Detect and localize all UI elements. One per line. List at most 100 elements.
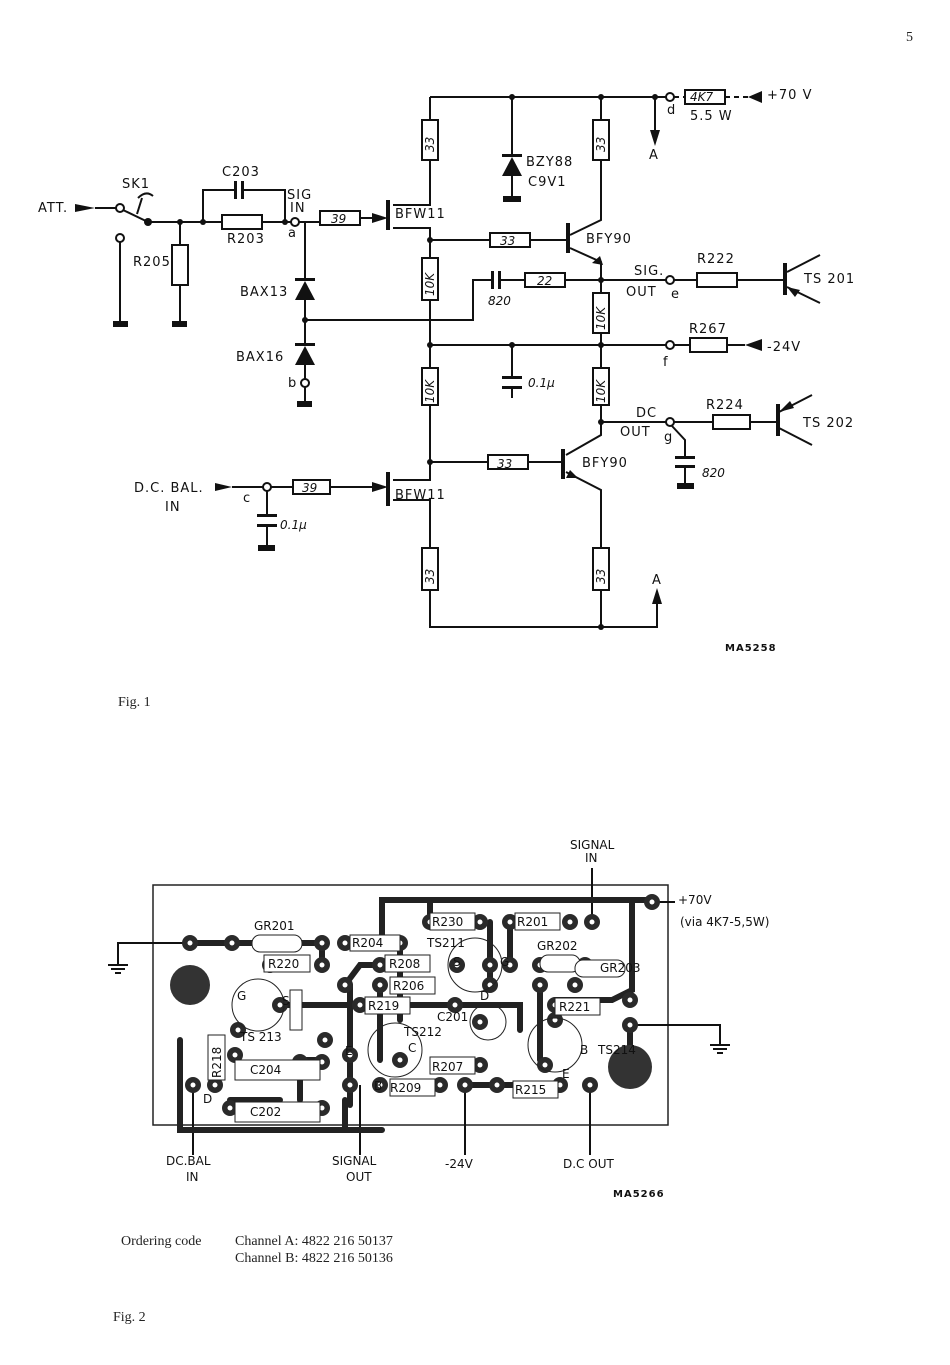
pad-hole bbox=[319, 1059, 325, 1065]
resistor-10k-3 bbox=[592, 292, 610, 334]
label-minus24v: -24V bbox=[767, 340, 801, 355]
resistor-33-top-left bbox=[421, 119, 439, 161]
pad-hole bbox=[627, 1022, 633, 1028]
label-10k-4: 10K bbox=[594, 379, 608, 403]
ground-right-icon bbox=[710, 1044, 730, 1054]
label-r209: R209 bbox=[390, 1081, 421, 1095]
label-ts213: TS 213 bbox=[239, 1030, 282, 1044]
pad-hole bbox=[229, 940, 235, 946]
label-r33-bottom-right: 33 bbox=[594, 569, 608, 584]
pin-label-s: S bbox=[282, 994, 290, 1008]
drawing-code-fig1: MA5258 bbox=[725, 643, 777, 654]
pad-hole bbox=[542, 1062, 548, 1068]
label-dc-bal-in: IN bbox=[186, 1170, 199, 1184]
pad-hole bbox=[319, 1105, 325, 1111]
resistor-22 bbox=[524, 272, 566, 288]
label-signal-in: SIGNAL bbox=[570, 838, 615, 852]
pad-hole bbox=[232, 1052, 238, 1058]
pad-hole bbox=[649, 899, 655, 905]
ground-symbols bbox=[113, 196, 694, 551]
label-r207: R207 bbox=[432, 1060, 463, 1074]
label-ts211: TS211 bbox=[426, 936, 465, 950]
pad-hole bbox=[212, 1082, 218, 1088]
label-dc-out-2: OUT bbox=[620, 425, 651, 440]
component-bodies bbox=[207, 912, 626, 1123]
sk1-switch-icon bbox=[136, 192, 154, 215]
label-r201: R201 bbox=[517, 915, 548, 929]
resistor-r205 bbox=[171, 244, 189, 286]
label-r33-top-right: 33 bbox=[594, 137, 608, 152]
pad-hole bbox=[557, 1082, 563, 1088]
label-c820-1: 820 bbox=[488, 294, 511, 308]
label-sig-out-2: OUT bbox=[626, 285, 657, 300]
pad-hole bbox=[377, 1082, 383, 1088]
label-r230: R230 bbox=[432, 915, 463, 929]
pad-hole bbox=[397, 1057, 403, 1063]
label-c820-2: 820 bbox=[702, 466, 725, 480]
label-r203: R203 bbox=[227, 232, 265, 247]
pad-hole bbox=[537, 982, 543, 988]
label-r39-bottom: 39 bbox=[302, 481, 317, 495]
resistor-10k-2 bbox=[421, 367, 439, 406]
resistor-39-top bbox=[319, 210, 361, 226]
pin-label-d-2: D bbox=[480, 989, 489, 1003]
label-signal-in-2: IN bbox=[585, 851, 598, 865]
label-c01-2: 0.1μ bbox=[280, 518, 307, 532]
pin-label-b-2: B bbox=[580, 1043, 588, 1057]
resistor-39-bottom bbox=[292, 479, 331, 495]
pin-label-c: C bbox=[408, 1041, 416, 1055]
label-r218: R218 bbox=[210, 1047, 224, 1078]
label-r33-top-left: 33 bbox=[423, 137, 437, 152]
resistor-33-base-bottom bbox=[487, 454, 529, 470]
pad-hole bbox=[487, 962, 493, 968]
label-r205: R205 bbox=[133, 255, 171, 270]
label-plus70v: +70 V bbox=[767, 88, 812, 103]
resistor-33-top-right bbox=[592, 119, 610, 161]
page-number: 5 bbox=[906, 30, 913, 45]
label-terminal-f: f bbox=[663, 355, 669, 370]
arrows bbox=[75, 91, 800, 604]
ordering-code-label: Ordering code bbox=[121, 1234, 201, 1249]
label-r215: R215 bbox=[515, 1083, 546, 1097]
label-r33-bottom-left: 33 bbox=[423, 569, 437, 584]
label-c202: C202 bbox=[250, 1105, 281, 1119]
label-ts202: TS 202 bbox=[802, 416, 854, 431]
label-terminal-a: a bbox=[288, 226, 297, 241]
pad-hole bbox=[627, 997, 633, 1003]
transistors bbox=[386, 200, 787, 506]
label-r220: R220 bbox=[268, 957, 299, 971]
label-4k7: 4K7 bbox=[690, 90, 714, 104]
pad-hole bbox=[187, 940, 193, 946]
label-r33-base-top: 33 bbox=[500, 234, 515, 248]
wire-switch-arm bbox=[122, 209, 149, 223]
label-dc-bal: DC.BAL bbox=[166, 1154, 211, 1168]
label-terminal-c: c bbox=[243, 491, 251, 506]
pad-hole bbox=[507, 962, 513, 968]
resistor-4k7 bbox=[684, 89, 726, 105]
pad-hole bbox=[462, 1082, 468, 1088]
label-via-4k7: (via 4K7-5,5W) bbox=[680, 915, 769, 929]
terminals bbox=[115, 92, 675, 492]
label-10k-3: 10K bbox=[594, 306, 608, 330]
pad-hole bbox=[452, 1002, 458, 1008]
pad-hole bbox=[552, 1017, 558, 1023]
label-10k-1: 10K bbox=[423, 272, 437, 296]
resistor-10k-1 bbox=[421, 257, 439, 301]
label-sig-in-2: IN bbox=[290, 201, 306, 216]
label-terminal-g: g bbox=[664, 430, 673, 445]
resistor-33-base-top bbox=[489, 232, 531, 248]
wire-fet-bottom bbox=[393, 499, 658, 628]
resistor-r203 bbox=[221, 214, 263, 230]
label-r222: R222 bbox=[697, 252, 735, 267]
pin-label-s-2: S bbox=[453, 955, 461, 969]
label-terminal-b: b bbox=[288, 376, 297, 391]
transistor-outlines bbox=[231, 937, 583, 1078]
label-bfy90-top: BFY90 bbox=[586, 232, 632, 247]
pad-hole bbox=[347, 1052, 353, 1058]
pin-label-g: G bbox=[237, 989, 246, 1003]
label-10k-2: 10K bbox=[423, 379, 437, 403]
pad-hole bbox=[589, 919, 595, 925]
label-bfy90-bottom: BFY90 bbox=[582, 456, 628, 471]
wire-feedback bbox=[305, 279, 601, 321]
label-bfw11-top: BFW11 bbox=[395, 207, 446, 222]
